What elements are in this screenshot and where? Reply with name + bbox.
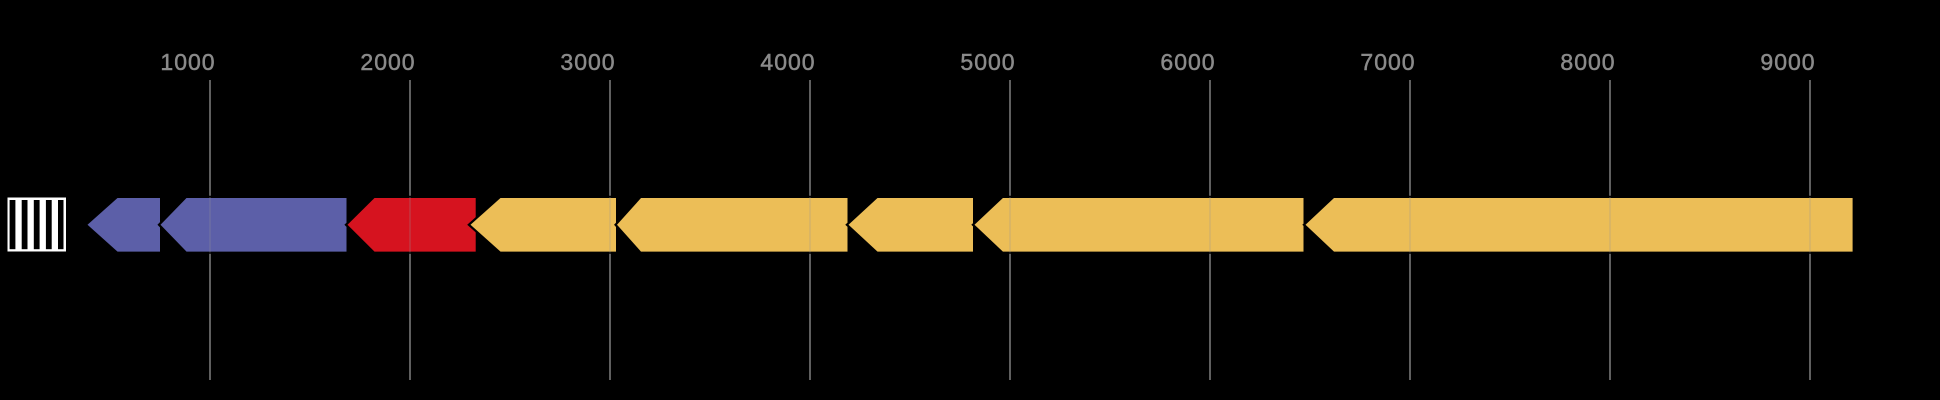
svg-text:4000: 4000 (760, 49, 815, 75)
svg-text:2000: 2000 (360, 49, 415, 75)
svg-text:8000: 8000 (1560, 49, 1615, 75)
svg-text:1000: 1000 (160, 49, 215, 75)
svg-text:6000: 6000 (1160, 49, 1215, 75)
svg-text:7000: 7000 (1360, 49, 1415, 75)
svg-text:5000: 5000 (960, 49, 1015, 75)
svg-text:3000: 3000 (560, 49, 615, 75)
svg-text:9000: 9000 (1760, 49, 1815, 75)
